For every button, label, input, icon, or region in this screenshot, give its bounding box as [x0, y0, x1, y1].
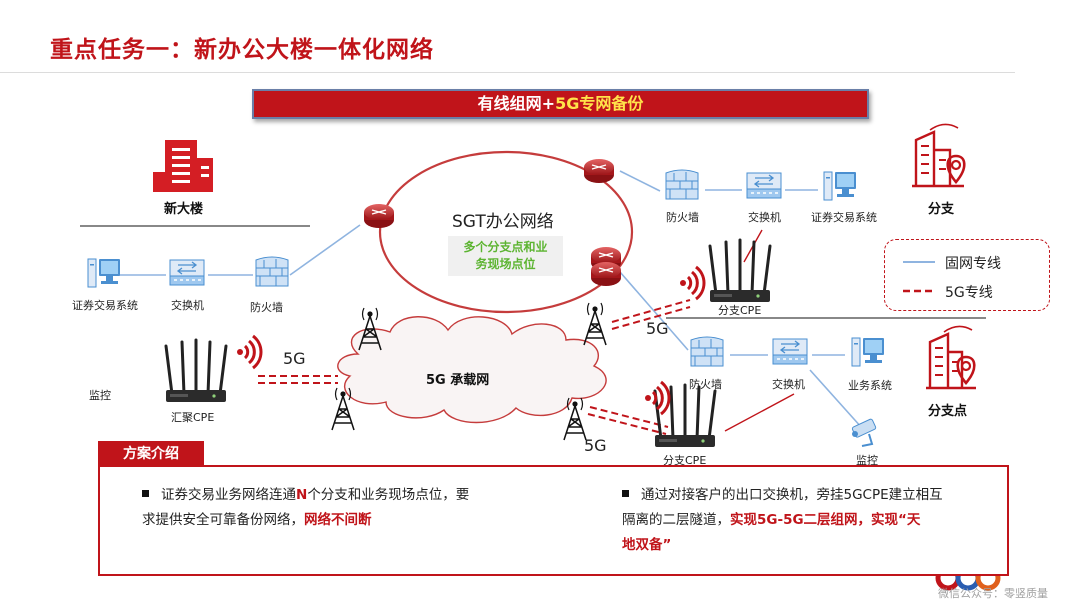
label-bot-firewall: 防火墙 — [689, 378, 722, 391]
router-icon — [583, 158, 615, 184]
building-icon — [153, 140, 213, 192]
label-bot-monitor: 监控 — [856, 454, 878, 467]
label-left-monitor: 监控 — [89, 389, 111, 402]
label-bot-business: 业务系统 — [848, 379, 892, 392]
banner-text-2: 5G专网备份 — [555, 94, 644, 113]
sgt-info-line-2: 务现场点位 — [475, 257, 536, 271]
intro-right-highlight-1: 实现5G-5G二层组网，实现“天 — [730, 512, 921, 528]
computer-icon — [87, 258, 121, 288]
switch-icon — [746, 172, 782, 199]
label-left-5g: 5G — [283, 349, 306, 368]
watermark: 微信公众号：零竖质量 — [938, 587, 1048, 600]
label-top-trading: 证券交易系统 — [811, 211, 877, 224]
camera-icon — [850, 417, 878, 447]
legend-fixed-label: 固网专线 — [945, 256, 1001, 272]
intro-tab: 方案介绍 — [98, 441, 204, 467]
tower-icon — [331, 387, 355, 431]
intro-bullet-right: 通过对接客户的出口交换机，旁挂5GCPE建立相互隔离的二层隧道，实现5G-5G二… — [622, 483, 994, 558]
label-branch-cpe-top: 分支CPE — [718, 304, 762, 317]
branch-point-icon — [926, 325, 976, 390]
label-top-firewall: 防火墙 — [666, 211, 699, 224]
banner: 有线组网+5G专网备份 — [252, 89, 869, 119]
branch-icon — [912, 123, 966, 188]
tower-icon — [563, 397, 587, 441]
intro-bullet-left: 证券交易业务网络连通N个分支和业务现场点位，要求提供安全可靠备份网络，网络不间断 — [142, 483, 542, 533]
label-left-switch: 交换机 — [171, 299, 204, 312]
cpe-icon — [653, 383, 717, 449]
label-new-building: 新大楼 — [164, 202, 204, 217]
sgt-network-label: SGT办公网络 — [452, 212, 554, 232]
label-branch-cpe-bottom: 分支CPE — [663, 454, 707, 467]
banner-text-1: 有线组网+ — [477, 94, 556, 113]
intro-left-text-3: 求提供安全可靠备份网络， — [142, 512, 304, 528]
bullet-icon — [142, 489, 149, 497]
intro-right-text-1: 通过对接客户的出口交换机，旁挂5GCPE建立相互 — [641, 487, 943, 503]
cloud-5g — [337, 316, 607, 424]
signal-icon — [235, 334, 263, 370]
cpe-icon — [708, 238, 772, 304]
signal-icon — [678, 265, 706, 301]
intro-left-highlight: 网络不间断 — [304, 512, 372, 528]
bearer-5g-label: 5G 承载网 — [426, 373, 490, 388]
sgt-info-line-1: 多个分支点和业 — [463, 240, 548, 254]
legend-5g-label: 5G专线 — [945, 285, 993, 301]
router-icon — [363, 203, 395, 229]
label-left-firewall: 防火墙 — [250, 301, 283, 314]
sgt-ring — [378, 150, 634, 314]
label-branch: 分支 — [928, 202, 955, 217]
label-left-trading: 证券交易系统 — [72, 299, 138, 312]
firewall-icon — [255, 256, 289, 287]
label-bot-switch: 交换机 — [772, 378, 805, 391]
computer-icon — [851, 337, 885, 367]
switch-icon — [772, 338, 808, 365]
title-divider — [0, 72, 1015, 73]
label-hub-cpe: 汇聚CPE — [171, 411, 215, 424]
router-icon — [590, 261, 622, 287]
firewall-icon — [665, 169, 699, 200]
tower-icon — [583, 302, 607, 346]
sgt-info-box: 多个分支点和业务现场点位 — [448, 236, 563, 276]
legend: 固网专线 5G专线 — [884, 239, 1050, 311]
firewall-icon — [690, 336, 724, 367]
label-bot-5g: 5G — [584, 436, 607, 455]
page-title: 重点任务一：新办公大楼一体化网络 — [50, 37, 434, 63]
intro-panel: 证券交易业务网络连通N个分支和业务现场点位，要求提供安全可靠备份网络，网络不间断… — [98, 465, 1009, 576]
label-mid-5g: 5G — [646, 319, 669, 338]
intro-right-highlight-2: 地双备” — [622, 537, 672, 553]
location-pin-icon — [956, 355, 976, 385]
intro-left-text-1: 证券交易业务网络连通 — [161, 487, 296, 503]
bullet-icon — [622, 489, 629, 497]
intro-right-text-2: 隔离的二层隧道， — [622, 512, 730, 528]
intro-left-n: N — [296, 487, 308, 503]
cpe-icon — [164, 338, 228, 404]
intro-left-text-2: 个分支和业务现场点位，要 — [307, 487, 470, 503]
label-top-switch: 交换机 — [748, 211, 781, 224]
switch-icon — [169, 259, 205, 286]
label-branch-point: 分支点 — [928, 404, 968, 419]
computer-icon — [823, 171, 857, 201]
